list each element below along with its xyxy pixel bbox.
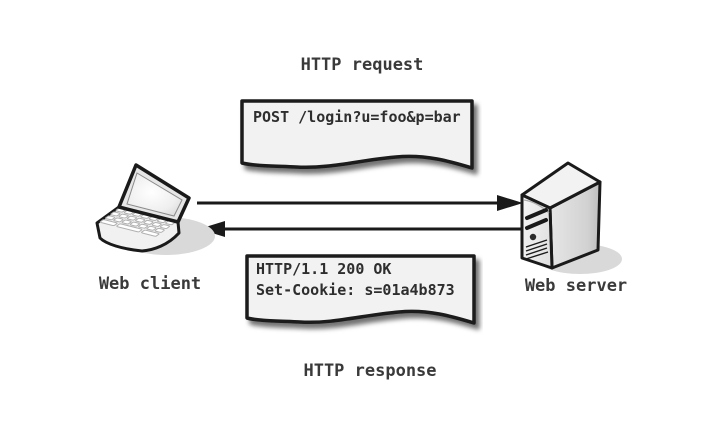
- response-note-line-status: HTTP/1.1 200 OK: [256, 260, 392, 278]
- response-note-line-cookie: Set-Cookie: s=01a4b873: [256, 281, 455, 299]
- http-response-label: HTTP response: [303, 361, 437, 381]
- request-note-line: POST /login?u=foo&p=bar: [253, 108, 461, 126]
- arrow-right-icon: [197, 195, 523, 211]
- web-client-label: Web client: [98, 274, 202, 294]
- response-note: HTTP/1.1 200 OK Set-Cookie: s=01a4b873: [243, 252, 483, 348]
- request-note: POST /login?u=foo&p=bar: [238, 97, 482, 193]
- arrow-left-icon: [199, 221, 527, 237]
- http-request-label: HTTP request: [300, 55, 424, 75]
- web-server-label: Web server: [524, 276, 628, 296]
- laptop-icon: [95, 163, 215, 255]
- response-note-paper-icon: [245, 254, 476, 325]
- server-tower-icon: [520, 161, 622, 274]
- request-note-paper-icon: [240, 99, 474, 170]
